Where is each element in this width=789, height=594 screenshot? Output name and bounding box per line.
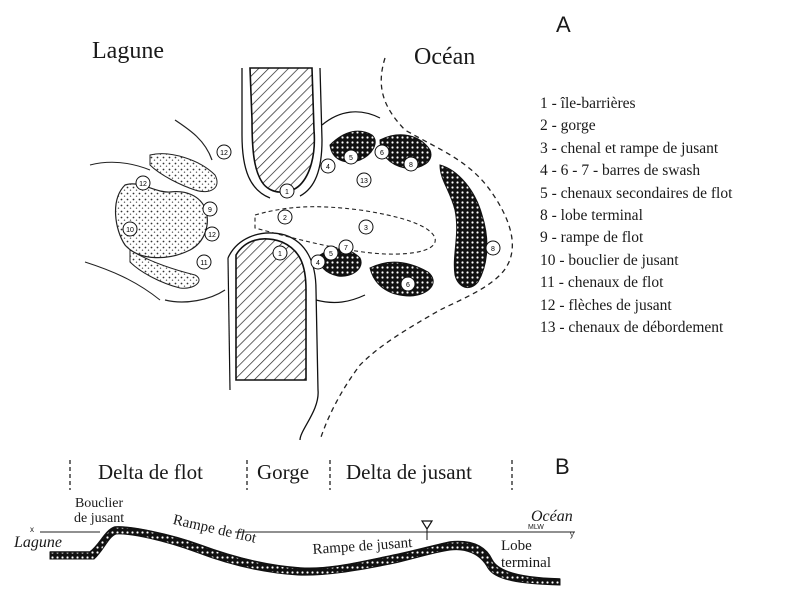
legend-item: 5 - chenaux secondaires de flot — [540, 183, 732, 205]
panel-a-letter: A — [556, 12, 571, 38]
marker-4-north: 4 — [321, 159, 335, 173]
marker-8-east: 8 — [486, 241, 500, 255]
marker-8-north: 8 — [404, 157, 418, 171]
flood-spit-upper — [175, 120, 212, 160]
marker-6-south: 6 — [401, 277, 415, 291]
legend-item: 9 - rampe de flot — [540, 227, 732, 249]
marker-4-south: 4 — [311, 255, 325, 269]
marker-9: 9 — [203, 202, 217, 216]
svg-text:9: 9 — [208, 207, 212, 214]
label-lobe: Lobe terminal — [501, 538, 551, 572]
svg-text:8: 8 — [409, 162, 413, 169]
svg-text:6: 6 — [380, 150, 384, 157]
legend: 1 - île-barrières 2 - gorge 3 - chenal e… — [540, 93, 732, 339]
legend-item: 8 - lobe terminal — [540, 205, 732, 227]
label-bouclier: Bouclier de jusant — [74, 496, 124, 526]
legend-item: 2 - gorge — [540, 115, 732, 137]
ocean-label: Océan — [414, 44, 475, 71]
marker-12-west: 12 — [136, 176, 150, 190]
svg-text:5: 5 — [329, 251, 333, 258]
svg-text:1: 1 — [278, 251, 282, 258]
barrier-island-south — [236, 239, 306, 380]
label-lagune: Lagune — [14, 534, 62, 552]
legend-item: 12 - flèches de jusant — [540, 295, 732, 317]
svg-text:2: 2 — [283, 215, 287, 222]
barrier-south-outer-line-2 — [228, 258, 230, 390]
section-ebb-delta: Delta de jusant — [346, 460, 472, 485]
marker-7: 7 — [339, 240, 353, 254]
flood-delta-shield — [116, 184, 208, 258]
flood-spit-lower — [165, 290, 225, 302]
marker-13: 13 — [357, 173, 371, 187]
svg-text:3: 3 — [364, 225, 368, 232]
svg-text:4: 4 — [326, 164, 330, 171]
marker-10: 10 — [123, 222, 137, 236]
legend-item: 10 - bouclier de jusant — [540, 250, 732, 272]
section-gorge: Gorge — [257, 460, 309, 485]
panel-b-letter: B — [555, 454, 570, 480]
label-x: x — [30, 525, 34, 534]
marker-3: 3 — [359, 220, 373, 234]
svg-text:11: 11 — [200, 260, 207, 267]
marker-1-north: 1 — [280, 184, 294, 198]
marker-11-north: 12 — [217, 145, 231, 159]
svg-text:7: 7 — [344, 245, 348, 252]
ebb-spit-north — [322, 112, 380, 125]
legend-item: 13 - chenaux de débordement — [540, 317, 732, 339]
svg-text:12: 12 — [139, 181, 147, 188]
flood-channel-upper — [90, 162, 150, 170]
section-flood-delta: Delta de flot — [98, 460, 203, 485]
svg-text:5: 5 — [349, 155, 353, 162]
barrier-island-north — [250, 68, 314, 192]
svg-text:13: 13 — [360, 178, 368, 185]
ebb-spit-south — [316, 295, 365, 302]
marker-6-north: 6 — [375, 145, 389, 159]
marker-1-south: 1 — [273, 246, 287, 260]
svg-text:12: 12 — [220, 150, 228, 157]
marker-5-north: 5 — [344, 150, 358, 164]
terminal-lobe — [440, 165, 487, 288]
swash-bar-south-2 — [370, 262, 433, 296]
label-y: y — [570, 530, 574, 539]
svg-text:6: 6 — [406, 282, 410, 289]
label-mlw: MLW — [528, 524, 544, 531]
marker-12-south: 12 — [205, 227, 219, 241]
marker-5-south: 5 — [324, 246, 338, 260]
lagoon-label: Lagune — [92, 38, 164, 65]
marker-2: 2 — [278, 210, 292, 224]
svg-text:4: 4 — [316, 260, 320, 267]
legend-item: 3 - chenal et rampe de jusant — [540, 138, 732, 160]
water-level-marker — [422, 521, 432, 529]
svg-text:8: 8 — [491, 246, 495, 253]
legend-item: 11 - chenaux de flot — [540, 272, 732, 294]
svg-text:12: 12 — [208, 232, 216, 239]
flood-delta-lobe-upper — [150, 154, 217, 192]
marker-11-south: 11 — [197, 255, 211, 269]
svg-text:1: 1 — [285, 189, 289, 196]
seabed-profile — [50, 527, 560, 585]
legend-item: 4 - 6 - 7 - barres de swash — [540, 160, 732, 182]
svg-text:10: 10 — [126, 227, 134, 234]
legend-item: 1 - île-barrières — [540, 93, 732, 115]
